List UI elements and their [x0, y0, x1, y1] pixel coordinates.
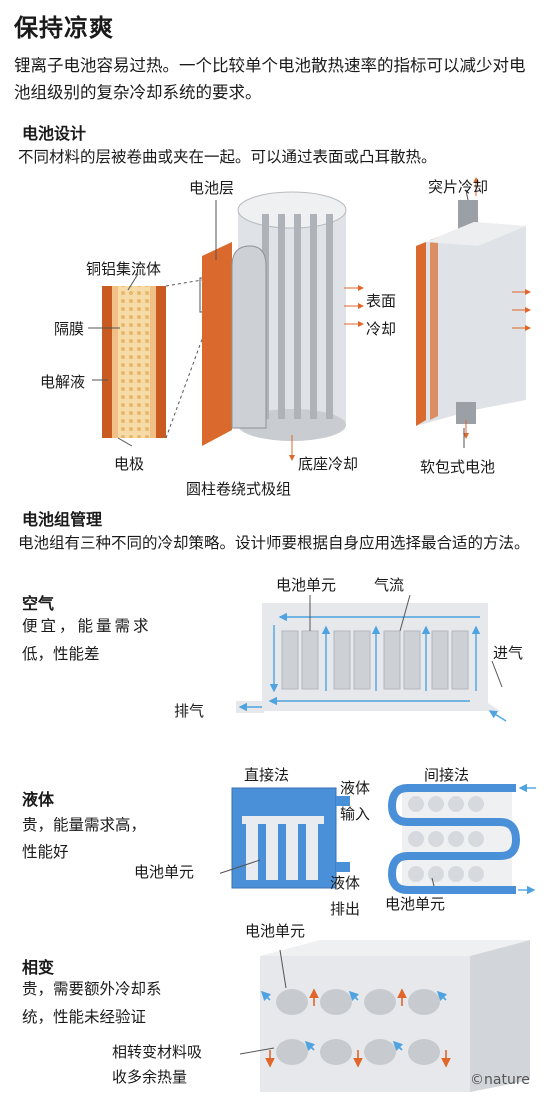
air-desc-line1: 便宜，能量需求 [22, 617, 152, 635]
label-surface-cooling-2: 冷却 [366, 320, 397, 338]
air-desc-line2: 低，性能差 [22, 645, 100, 663]
phase-change-desc-line1: 贵，需要额外冷却系 [22, 980, 162, 998]
pcm-label-cell-unit: 电池单元 [245, 922, 306, 940]
label-electrode: 电极 [114, 455, 145, 473]
cylindrical-cell [202, 191, 347, 446]
phase-change-diagram [240, 940, 530, 1092]
pouch-cell [416, 200, 526, 426]
label-battery-layers: 电池层 [189, 179, 235, 197]
liquid-label-direct: 直接法 [244, 766, 290, 784]
cell-design-diagram [88, 177, 531, 461]
pcm-cool-arrows [260, 990, 448, 1052]
pack-management-heading: 电池组管理 [22, 510, 103, 529]
liquid-heading: 液体 [22, 790, 55, 809]
liquid-label-cell-unit-left: 电池单元 [134, 863, 195, 881]
liquid-label-fluid-out-1: 液体 [330, 874, 361, 892]
label-cylindrical: 圆柱卷绕式极组 [186, 480, 292, 498]
label-base-cooling: 底座冷却 [298, 455, 359, 473]
air-heading: 空气 [22, 594, 55, 613]
cell-design-desc: 不同材料的层被卷曲或夹在一起。可以通过表面或凸耳散热。 [18, 148, 437, 166]
liquid-desc-line1: 贵，能量需求高， [22, 816, 147, 834]
pcm-heat-arrows [265, 988, 451, 1068]
indirect-cooling [387, 783, 536, 895]
label-tab-cooling: 突片冷却 [428, 178, 489, 196]
page-title: 保持凉爽 [14, 14, 114, 42]
phase-change-desc-line2: 统，性能未经验证 [22, 1008, 147, 1026]
pcm-label-material-1: 相转变材料吸 [112, 1043, 203, 1061]
air-cell-units [281, 630, 469, 690]
air-label-airflow: 气流 [374, 576, 405, 594]
liquid-label-cell-unit-right: 电池单元 [385, 895, 446, 913]
direct-cooling [231, 787, 350, 889]
intro-text: 锂离子电池容易过热。一个比较单个电池散热速率的指标可以减少对电池组级别的复杂冷却… [14, 56, 526, 102]
liquid-label-fluid-out-2: 排出 [330, 900, 361, 918]
air-cooling-diagram [236, 595, 507, 722]
liquid-label-fluid-in-1: 液体 [340, 779, 371, 797]
phase-change-heading: 相变 [22, 958, 55, 977]
label-cu-al-collector: 铜铝集流体 [86, 260, 162, 278]
liquid-desc-line2: 性能好 [22, 843, 69, 861]
cell-design-heading: 电池设计 [22, 124, 87, 143]
liquid-label-fluid-in-2: 输入 [340, 805, 371, 823]
air-label-cell-unit: 电池单元 [276, 576, 337, 594]
label-surface-cooling-1: 表面 [366, 292, 397, 310]
label-separator: 隔膜 [54, 320, 85, 338]
pcm-cell-units [276, 989, 440, 1065]
label-pouch-cell: 软包式电池 [420, 458, 496, 476]
pcm-label-material-2: 收多余热量 [112, 1068, 188, 1086]
liquid-cooling-diagram [220, 783, 536, 895]
liquid-label-indirect: 间接法 [424, 766, 470, 784]
air-label-exhaust: 排气 [174, 702, 205, 720]
air-label-intake: 进气 [493, 644, 524, 662]
layer-cross-section [102, 286, 166, 438]
label-electrolyte: 电解液 [40, 373, 86, 391]
credit: ©nature [470, 1072, 530, 1088]
airflow-arrows [268, 612, 481, 706]
pack-management-desc: 电池组有三种不同的冷却策略。设计师要根据自身应用选择最合适的方法。 [18, 534, 530, 552]
